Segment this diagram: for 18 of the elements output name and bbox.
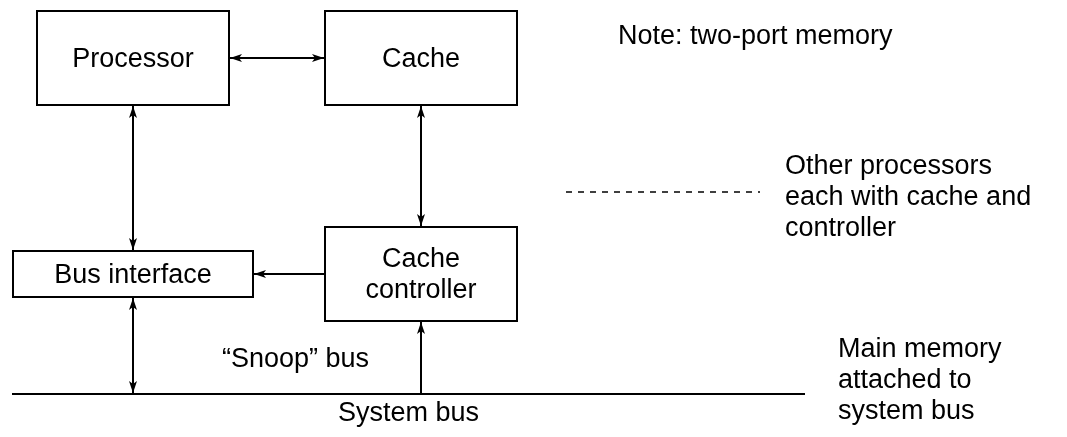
block-box	[324, 226, 518, 322]
note-text: Main memory attached to system bus	[838, 333, 1003, 426]
arrow	[229, 54, 325, 62]
arrow	[129, 297, 137, 394]
bus-label: System bus	[337, 397, 480, 428]
block-box	[36, 10, 230, 106]
arrow	[417, 105, 425, 227]
arrow	[253, 270, 325, 278]
block-box	[12, 250, 254, 298]
note-text: Note: two-port memory	[618, 20, 894, 51]
block-label: Bus interface	[54, 258, 212, 290]
block-label: Cache controller	[364, 243, 478, 305]
block-label: Processor	[72, 42, 194, 74]
arrow	[417, 321, 425, 394]
block-label: Cache	[381, 42, 460, 74]
arrow	[129, 105, 137, 251]
block-box	[324, 10, 518, 106]
note-text: Other processors each with cache and controller	[785, 150, 1033, 243]
